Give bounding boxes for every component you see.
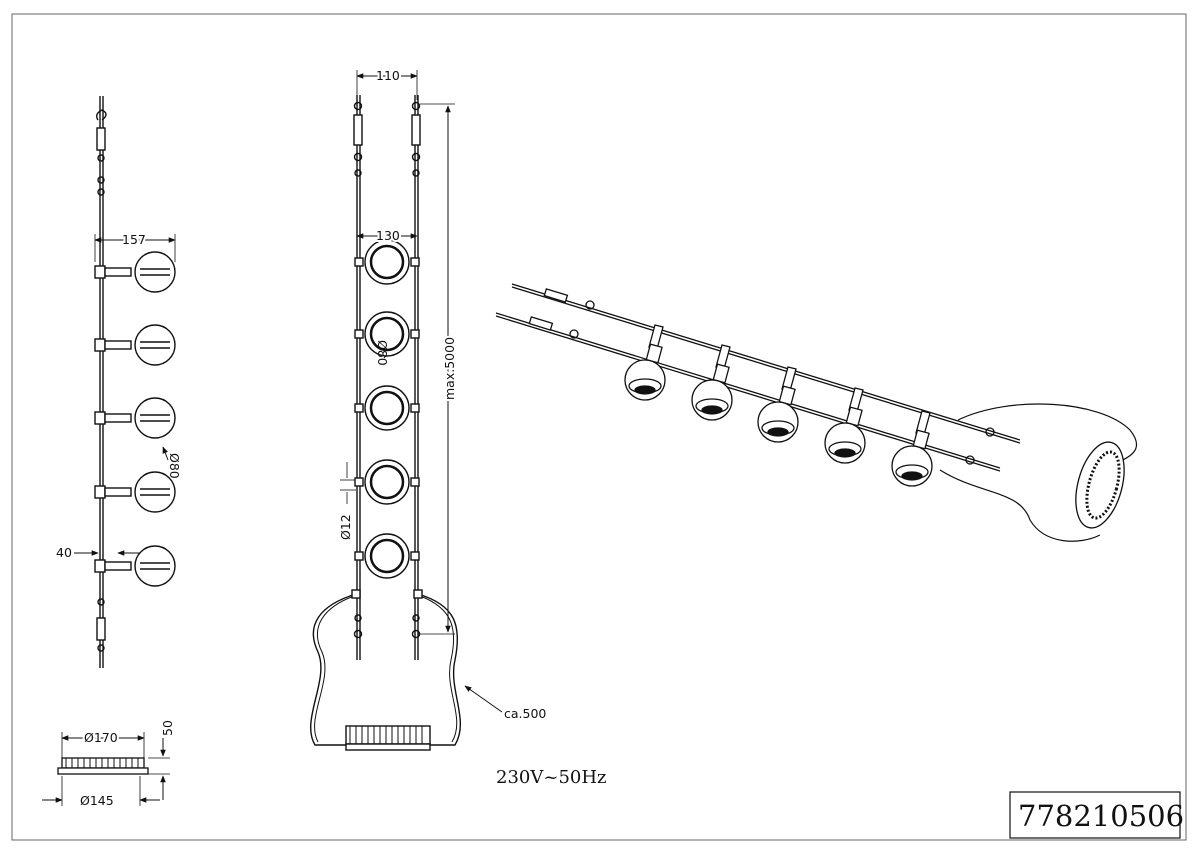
side-dim-width: 157: [122, 232, 146, 247]
transformer-detail: [42, 732, 170, 806]
side-spot-5: [94, 545, 176, 587]
front-spot-3: [354, 385, 420, 431]
transformer-dim-top: Ø170: [84, 730, 118, 745]
article-number: 778210506: [1018, 799, 1184, 833]
front-dim-clamp: Ø12: [338, 514, 353, 540]
side-dim-offset: 40: [56, 545, 72, 560]
side-dim-diameter: Ø80: [167, 453, 182, 479]
side-spot-3: [94, 397, 176, 439]
perspective-spot-2: [691, 344, 733, 421]
perspective-spot-1: [624, 324, 666, 401]
side-spot-2: [94, 324, 176, 366]
front-dim-length: max.5000: [442, 337, 457, 400]
front-spot-1: [354, 239, 420, 285]
side-spot-4: [94, 471, 176, 513]
front-dim-head-width: 130: [376, 228, 400, 243]
perspective-spot-4: [824, 387, 866, 464]
front-dim-spacing: 110: [376, 68, 400, 83]
voltage-label: 230V~50Hz: [496, 767, 607, 788]
front-spot-5: [354, 533, 420, 579]
front-dim-cable: ca.500: [504, 706, 546, 721]
side-spot-1: [94, 251, 176, 293]
transformer-dim-bottom: Ø145: [80, 793, 114, 808]
perspective-spot-5: [891, 410, 933, 487]
transformer-dim-height: 50: [160, 720, 175, 736]
front-spot-4: [354, 459, 420, 505]
perspective-spot-3: [757, 366, 799, 443]
perspective-view: [495, 283, 1138, 542]
drawing-frame: [11, 13, 1187, 841]
front-dim-diameter: Ø80: [375, 340, 390, 366]
front-spot-2: [354, 311, 420, 357]
article-number-box: [1009, 791, 1181, 839]
front-view-wires: [310, 70, 503, 751]
